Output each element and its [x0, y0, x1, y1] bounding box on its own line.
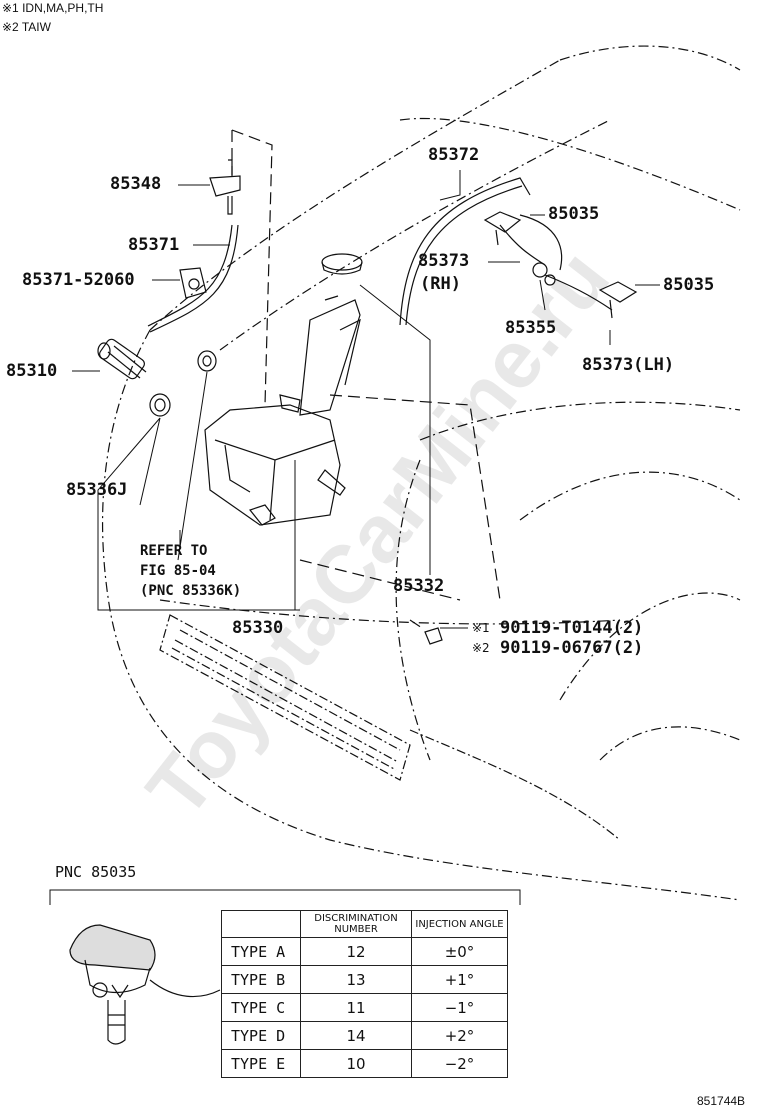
label-85035-rh[interactable]: 85035	[548, 204, 600, 224]
row-number: 13	[300, 965, 412, 994]
label-bolt-1[interactable]: 90119-T0144(2)	[500, 618, 644, 638]
row-angle: +2°	[411, 1021, 508, 1050]
note-region-1: ※1 IDN,MA,PH,TH	[2, 1, 104, 15]
nozzle-hoses	[399, 177, 613, 326]
washer-reservoir	[204, 295, 361, 526]
table-row: TYPE A 12 ±0°	[221, 937, 508, 966]
note-region-2: ※2 TAIW	[2, 20, 51, 34]
check-valve	[209, 159, 241, 215]
detail-title: PNC 85035	[55, 863, 137, 881]
row-angle: −1°	[411, 993, 508, 1022]
row-angle: +1°	[411, 965, 508, 994]
table-header-row: DISCRIMINATION NUMBER INJECTION ANGLE	[221, 910, 508, 938]
table-row: TYPE E 10 −2°	[221, 1049, 508, 1078]
label-85371-52060[interactable]: 85371-52060	[22, 270, 135, 290]
label-85355[interactable]: 85355	[505, 318, 557, 338]
label-rh: (RH)	[420, 274, 461, 294]
label-85348[interactable]: 85348	[110, 174, 162, 194]
row-angle: −2°	[411, 1049, 508, 1078]
label-85373-lh[interactable]: 85373(LH)	[582, 355, 675, 375]
leader-lines	[72, 170, 660, 629]
row-number: 14	[300, 1021, 412, 1050]
grommet-upper	[197, 350, 217, 372]
label-bolt-2[interactable]: 90119-06767(2)	[500, 638, 644, 658]
refer-fig[interactable]: FIG 85-04	[140, 563, 216, 579]
washer-pump	[97, 338, 147, 380]
clamp	[179, 267, 207, 299]
row-number: 11	[300, 993, 412, 1022]
label-85373-rh[interactable]: 85373	[418, 251, 470, 271]
label-85330[interactable]: 85330	[232, 618, 284, 638]
label-85035-lh[interactable]: 85035	[663, 275, 715, 295]
row-number: 12	[300, 937, 412, 966]
row-type: TYPE B	[221, 965, 301, 994]
row-angle: ±0°	[411, 937, 508, 966]
table-row: TYPE D 14 +2°	[221, 1021, 508, 1050]
bolt	[424, 627, 443, 645]
reservoir-cap	[321, 253, 363, 275]
table-header-angle: INJECTION ANGLE	[411, 910, 508, 938]
label-85310[interactable]: 85310	[6, 361, 58, 381]
grommet	[149, 393, 171, 417]
label-85332[interactable]: 85332	[393, 576, 445, 596]
row-number: 10	[300, 1049, 412, 1078]
row-type: TYPE D	[221, 1021, 301, 1050]
mark-1: ※1	[472, 621, 490, 635]
refer-text: REFER TO	[140, 543, 208, 559]
refer-pnc: (PNC 85336K)	[140, 583, 242, 599]
illustration-id: 851744B	[697, 1094, 746, 1108]
row-type: TYPE E	[221, 1049, 301, 1078]
label-85371[interactable]: 85371	[128, 235, 180, 255]
table-row: TYPE B 13 +1°	[221, 965, 508, 994]
mark-2: ※2	[472, 641, 490, 655]
row-type: TYPE A	[221, 937, 301, 966]
nozzle-lh	[598, 281, 638, 319]
nozzle-type-table: DISCRIMINATION NUMBER INJECTION ANGLE TY…	[221, 910, 508, 1078]
grille	[159, 614, 621, 841]
table-row: TYPE C 11 −1°	[221, 993, 508, 1022]
detail-nozzle-icon	[69, 924, 221, 1045]
table-header-type	[221, 910, 301, 938]
car-body-outline	[101, 45, 741, 901]
nozzle-rh	[483, 211, 522, 246]
row-type: TYPE C	[221, 993, 301, 1022]
table-header-number: DISCRIMINATION NUMBER	[300, 910, 412, 938]
detail-box	[49, 889, 521, 905]
label-85336j[interactable]: 85336J	[66, 480, 128, 500]
label-85372[interactable]: 85372	[428, 145, 480, 165]
